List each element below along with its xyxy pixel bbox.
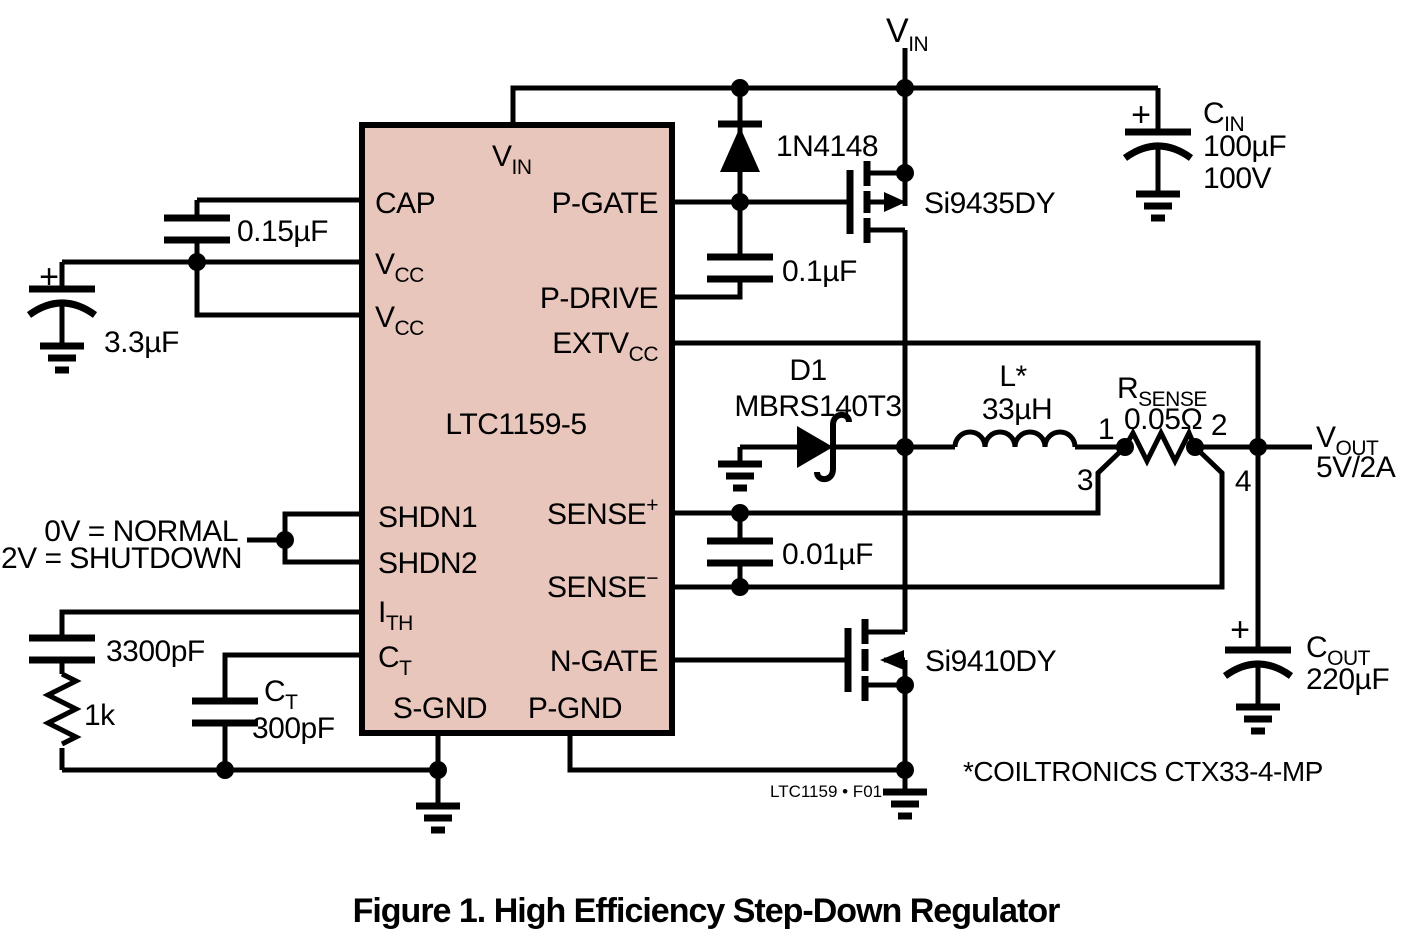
ground-nfet [883,792,927,816]
wire-ith [59,609,362,638]
vin-label: VIN [886,12,928,56]
ic-pin-pdrive: P-DRIVE [540,282,658,315]
ic-pin-vcc1: VCC [375,248,424,287]
rsense-pin4: 4 [1235,465,1251,498]
wire-ct [222,652,362,701]
wire-sense-plus [672,445,1127,516]
coiltronics-note: *COILTRONICS CTX33-4-MP [963,756,1323,787]
ith-res-symbol [42,671,82,747]
ic-pin-pgnd: P-GND [528,692,622,725]
vout-value: 5V/2A [1316,451,1396,484]
ground-cin [1136,194,1180,218]
ic-pin-sgnd: S-GND [393,692,487,725]
ic-pin-ct: CT [378,641,412,680]
wire-pdrive [672,279,743,300]
d1-symbol [797,411,852,483]
boost-diode-symbol [718,120,762,172]
cin-label: CIN [1203,97,1244,136]
rsense-name: RSENSE [1117,372,1207,411]
ic-body [359,122,675,736]
ic-pin-sense-plus: SENSE+ [547,494,658,531]
cin-rating: 100V [1203,162,1272,195]
boost-cap-label: 0.1µF [782,255,857,288]
boost-cap-symbol [707,257,773,279]
ic-pin-pgate: P-GATE [552,187,658,220]
ith-cap-symbol [29,638,95,660]
ground-d1 [718,464,762,488]
pfet-symbol [846,161,906,243]
wire-vin-rail [510,85,1158,125]
ic-pin-extvcc: EXTVCC [552,327,658,366]
ic-pin-shdn2: SHDN2 [378,547,477,580]
ct-value: 300pF [252,712,335,745]
ground-cout [1236,707,1280,731]
figure-ref-code: LTC1159 • F01 [770,782,882,801]
ct-name: CT [264,675,298,714]
labels: VIN + CIN 100µF 100V 1N4148 Si9435DY 0.1… [0,12,1396,801]
nfet-symbol [844,619,905,701]
inductor-symbol [952,429,1078,448]
d1-part: MBRS140T3 [734,390,901,423]
inductor-name: L* [999,360,1027,393]
d1-name: D1 [789,354,826,387]
sense-cap-symbol [707,541,773,563]
cout-label: COUT [1306,631,1371,670]
ic-pin-sense-minus: SENSE− [547,567,658,604]
shutdown-line1: 0V = NORMAL [44,515,238,548]
cin-plus: + [1131,96,1151,134]
ith-cap-label: 3300pF [106,635,205,668]
inductor-value: 33µH [982,393,1052,426]
ground-vcc-cap [40,346,84,370]
wire-sense-minus [672,445,1225,590]
ic-pin-shdn1: SHDN1 [378,501,477,534]
rsense-pin1: 1 [1098,413,1114,446]
figure-caption: Figure 1. High Efficiency Step-Down Regu… [353,892,1061,930]
rsense-value: 0.05Ω [1124,403,1202,436]
cin-value: 100µF [1203,130,1286,163]
ic-pin-vcc2: VCC [375,301,424,340]
ic-pin-vin: VIN [492,140,532,179]
pfet-label: Si9435DY [924,187,1056,220]
cap-015-label: 0.15µF [237,215,328,248]
shutdown-line2: >2V = SHUTDOWN [0,542,242,575]
ic-part-number: LTC1159-5 [445,408,586,441]
vout-label: VOUT [1316,421,1379,460]
cap-33-label: 3.3µF [104,326,179,359]
wire-pgnd [567,733,905,773]
junction-dots [188,79,1267,779]
cout-value: 220µF [1306,663,1389,696]
cout-plus: + [1230,611,1250,649]
ic-block: VIN CAP VCC VCC LTC1159-5 SHDN1 SHDN2 IT… [359,122,675,736]
rsense-pin2: 2 [1211,409,1227,442]
ic-pin-cap: CAP [375,187,435,220]
wire-vcc2 [194,262,362,318]
ith-res-label: 1k [84,699,116,732]
wire-shdn12 [282,511,362,565]
ground-sgnd [416,806,460,830]
boost-diode-label: 1N4148 [776,130,878,163]
sense-cap-label: 0.01µF [782,538,873,571]
wire-extvcc [672,340,1261,447]
cap-33-plus: + [39,258,59,296]
ic-pin-ith: ITH [378,596,413,635]
cap-015-symbol [164,218,230,240]
rsense-pin3: 3 [1077,464,1093,497]
rsense-symbol [1122,427,1198,467]
ic-pin-ngate: N-GATE [550,645,658,678]
nfet-label: Si9410DY [925,645,1057,678]
ct-cap-symbol [192,701,258,723]
